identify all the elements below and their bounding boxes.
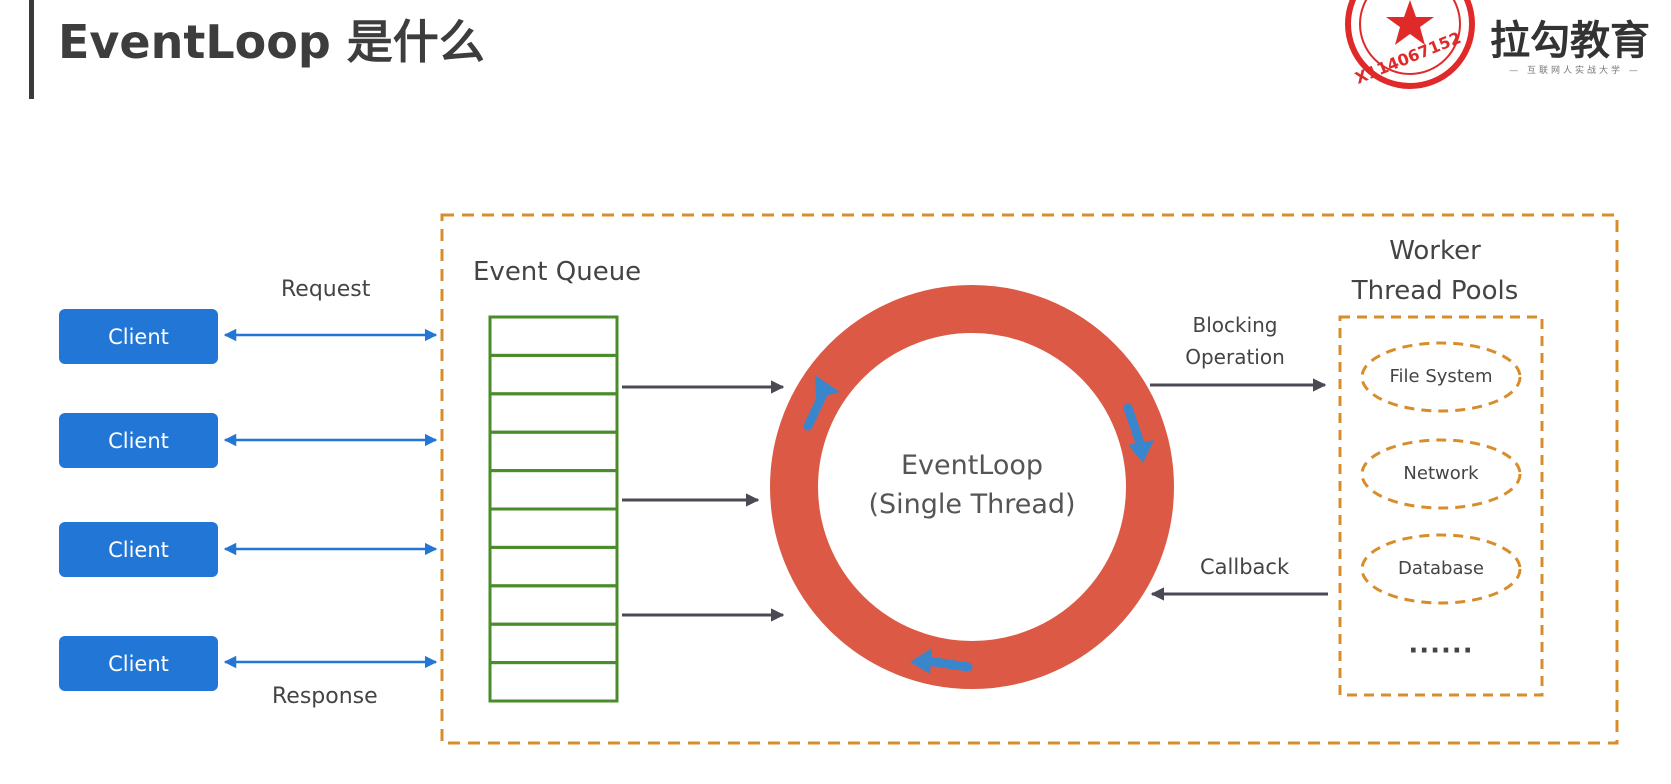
event-queue <box>488 315 619 703</box>
blocking-label-line2: Operation <box>1185 345 1285 369</box>
worker-file-system: File System <box>1389 366 1493 387</box>
event-queue-slot <box>488 545 619 588</box>
client-box-3: Client <box>59 522 218 577</box>
worker-database: Database <box>1398 558 1484 579</box>
event-loop-ring <box>770 285 1174 689</box>
system-boundary <box>440 213 1619 745</box>
loop-arrow-bottom-icon <box>910 648 973 674</box>
title-accent-bar <box>29 0 34 99</box>
loop-arrow-top-left-icon <box>803 375 840 431</box>
blocking-label-line1: Blocking <box>1192 313 1278 337</box>
event-queue-label: Event Queue <box>473 257 642 287</box>
client-box-2: Client <box>59 413 218 468</box>
loop-arrow-right-icon <box>1123 403 1154 463</box>
event-queue-slot <box>488 430 619 473</box>
worker-network: Network <box>1403 463 1479 484</box>
worker-ellipse-database <box>1360 533 1522 605</box>
event-queue-slot <box>488 392 619 434</box>
callback-label: Callback <box>1200 555 1290 579</box>
event-queue-slot <box>488 353 619 396</box>
worker-ellipse-network <box>1360 438 1522 510</box>
event-queue-slot <box>488 315 619 357</box>
event-queue-slot <box>488 507 619 549</box>
loop-title: EventLoop <box>901 450 1043 481</box>
event-queue-slot <box>488 469 619 511</box>
worker-more-ellipsis: ······ <box>1408 636 1474 666</box>
worker-ellipse-file-system <box>1360 341 1522 413</box>
worker-title-line1: Worker <box>1389 236 1481 266</box>
event-queue-slot <box>488 661 619 703</box>
response-label: Response <box>272 684 378 709</box>
loop-subtitle: (Single Thread) <box>868 489 1075 520</box>
request-label: Request <box>281 277 371 302</box>
brand-logo: 拉勾教育 — 互联网人实战大学 — <box>1490 8 1660 88</box>
worker-title-line2: Thread Pools <box>1351 276 1519 306</box>
event-queue-slot <box>488 584 619 626</box>
brand-tagline: — 互联网人实战大学 — <box>1509 66 1641 76</box>
worker-pool-box <box>1338 315 1544 697</box>
client-box-1: Client <box>59 309 218 364</box>
client-box-4: Client <box>59 636 218 691</box>
event-queue-slot <box>488 622 619 665</box>
brand-name: 拉勾教育 <box>1490 18 1650 64</box>
page-title: EventLoop 是什么 <box>58 15 485 69</box>
